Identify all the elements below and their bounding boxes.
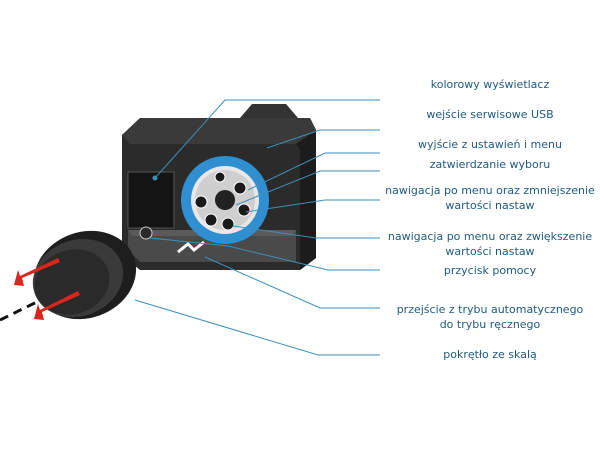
label-nav-decrease-line1: nawigacja po menu oraz zmniejszenie bbox=[385, 184, 595, 197]
scale-knob bbox=[32, 230, 137, 320]
label-manual-mode-line2: do trybu ręcznego bbox=[439, 318, 541, 331]
label-nav-increase-line1: nawigacja po menu oraz zwiększenie bbox=[387, 230, 593, 243]
help-button bbox=[139, 226, 153, 240]
label-nav-decrease-line2: wartości nastaw bbox=[445, 199, 535, 212]
control-buttons bbox=[194, 171, 251, 231]
label-scale-knob: pokrętło ze skalą bbox=[443, 348, 537, 361]
label-usb-port: wejście serwisowe USB bbox=[426, 108, 554, 121]
label-nav-decrease: nawigacja po menu oraz zmniejszenie wart… bbox=[380, 183, 600, 213]
label-exit-menu: wyjście z ustawień i menu bbox=[418, 138, 562, 151]
color-display bbox=[127, 171, 175, 229]
label-help-button: przycisk pomocy bbox=[443, 264, 537, 277]
label-nav-increase: nawigacja po menu oraz zwiększenie warto… bbox=[380, 229, 600, 259]
control-ring bbox=[181, 156, 269, 244]
label-manual-mode-line1: przejście z trybu automatycznego bbox=[396, 303, 584, 316]
label-manual-mode: przejście z trybu automatycznego do tryb… bbox=[380, 302, 600, 332]
manual-mode-symbol bbox=[177, 240, 205, 254]
leader-lines bbox=[134, 99, 380, 356]
label-nav-increase-line2: wartości nastaw bbox=[445, 245, 535, 258]
label-confirm: zatwierdzanie wyboru bbox=[429, 158, 551, 171]
red-arrows bbox=[14, 258, 80, 320]
label-color-display: kolorowy wyświetlacz bbox=[430, 78, 550, 91]
